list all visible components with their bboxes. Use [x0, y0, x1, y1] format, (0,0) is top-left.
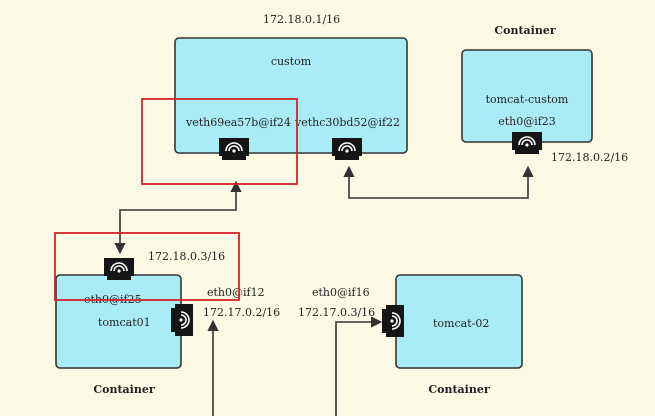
- network-card-icon: [218, 137, 250, 161]
- custom-bridge-box: [174, 37, 408, 154]
- veth-b-label: vethc30bd52@if22: [294, 116, 400, 129]
- container-header-bottom-right: Container: [428, 383, 489, 396]
- tomcat01-bridge-iface: eth0@if12: [207, 286, 265, 299]
- network-card-icon: [103, 257, 135, 281]
- network-card-icon: [170, 303, 194, 337]
- tomcat-custom-name: tomcat-custom: [486, 93, 569, 106]
- container-header-bottom-left: Container: [93, 383, 154, 396]
- tomcat01-custom-ip: 172.18.0.3/16: [148, 250, 225, 263]
- tomcat-custom-iface: eth0@if23: [498, 115, 556, 128]
- link-veth-a-to-tomcat01: [114, 180, 242, 255]
- subnet-label: 172.18.0.1/16: [263, 13, 340, 26]
- tomcat01-bridge-ip: 172.17.0.2/16: [203, 306, 280, 319]
- highlight-box-veth: [141, 98, 298, 185]
- network-card-icon: [331, 137, 363, 161]
- container-header-top-right: Container: [494, 24, 555, 37]
- tomcat-custom-ip: 172.18.0.2/16: [551, 151, 628, 164]
- link-to-tomcat-02-eth0: [335, 316, 383, 416]
- network-card-icon: [381, 304, 405, 338]
- veth-a-label: veth69ea57b@if24: [185, 116, 291, 129]
- tomcat01-name: tomcat01: [98, 316, 151, 329]
- tomcat-02-name: tomcat-02: [433, 317, 489, 330]
- tomcat-02-ip: 172.17.0.3/16: [298, 306, 375, 319]
- network-card-icon: [511, 131, 543, 155]
- tomcat-02-iface: eth0@if16: [312, 286, 370, 299]
- bridge-name: custom: [271, 55, 312, 68]
- highlight-box-tomcat01-custom: [54, 232, 240, 301]
- link-veth-b-to-tomcat-custom: [343, 165, 534, 199]
